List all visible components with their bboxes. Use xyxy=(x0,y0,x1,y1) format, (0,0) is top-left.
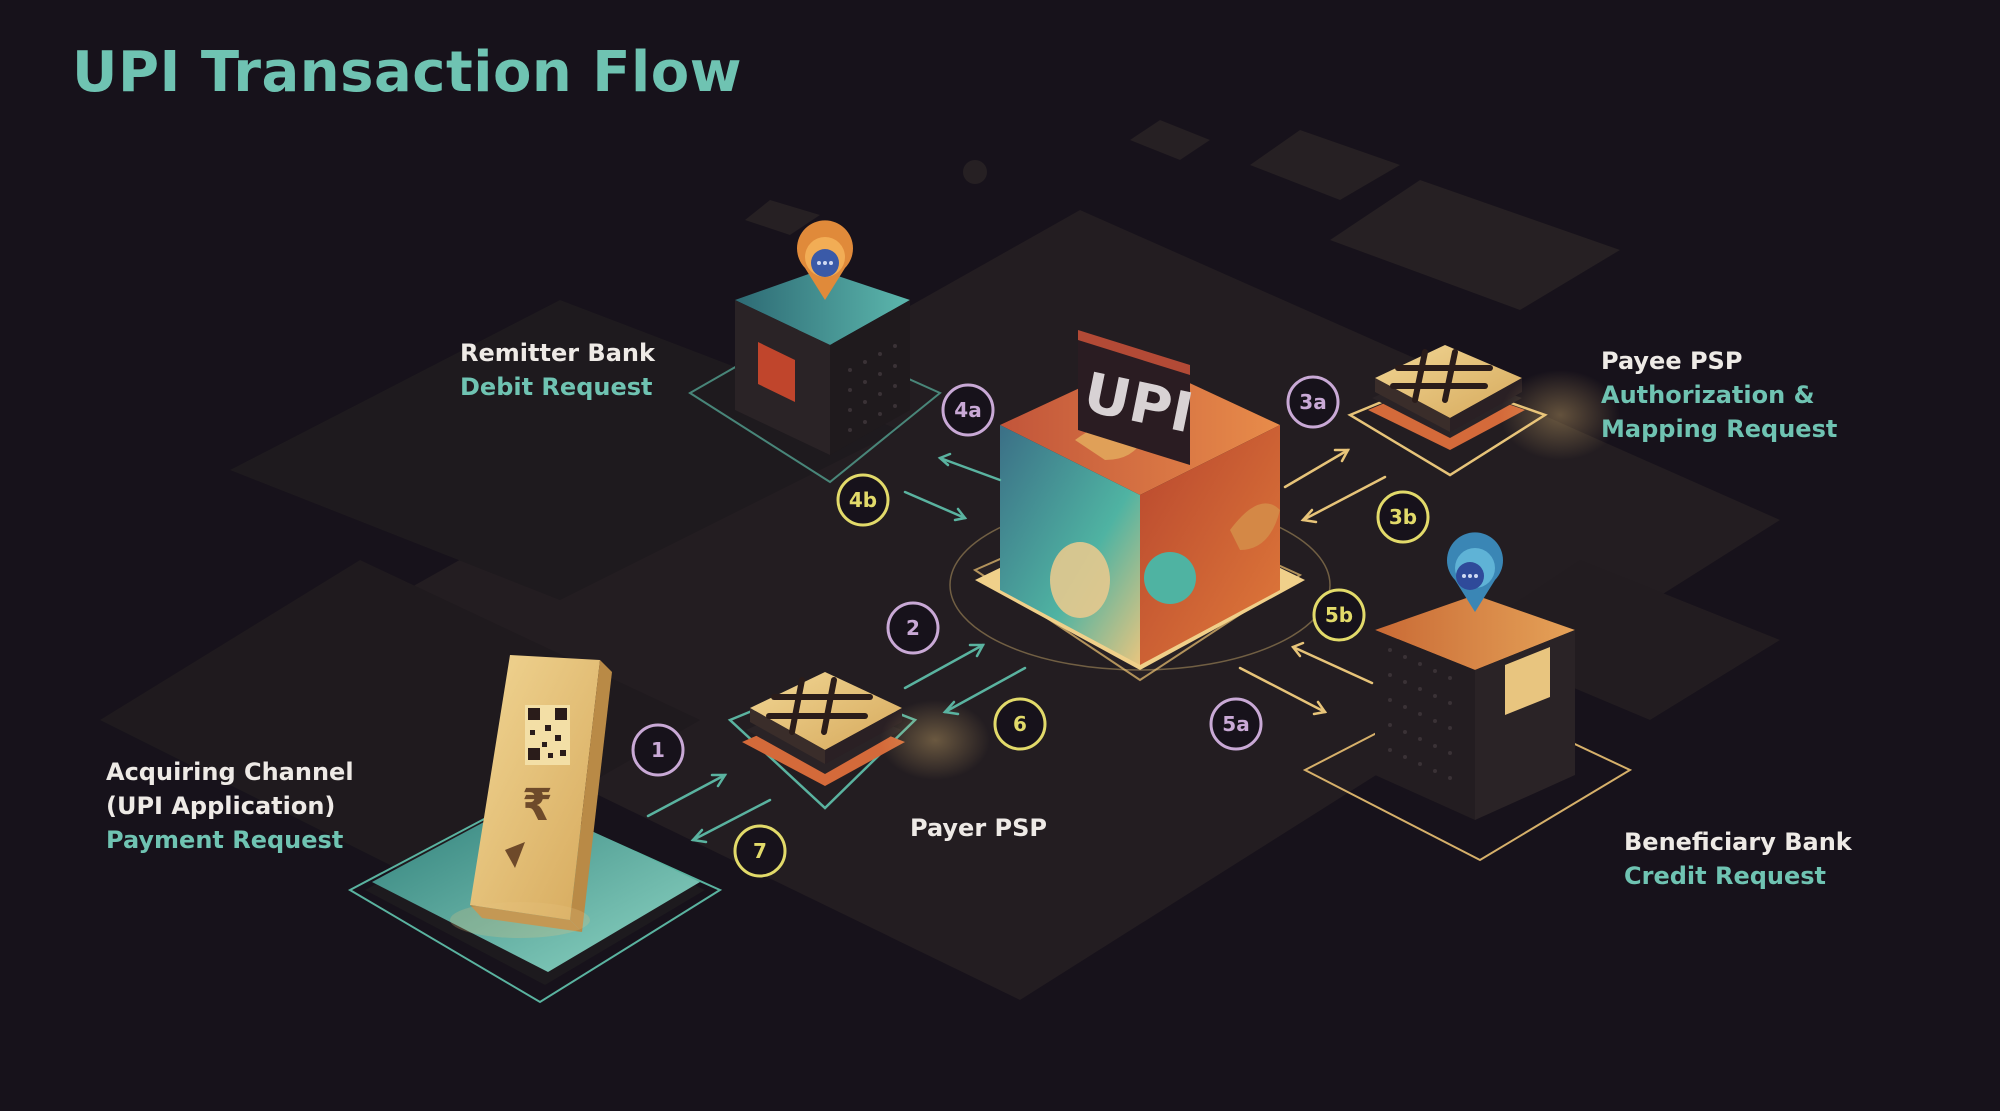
beneficiary-bank-action: Credit Request xyxy=(1624,859,1852,893)
payer-psp-name: Payer PSP xyxy=(910,811,1047,845)
acquiring-channel-name-line1: Acquiring Channel xyxy=(106,755,354,789)
beneficiary-bank-name: Beneficiary Bank xyxy=(1624,825,1852,859)
qr-code-icon xyxy=(525,705,570,765)
svg-text:5a: 5a xyxy=(1222,712,1249,736)
payer-psp-label: Payer PSP xyxy=(910,811,1047,845)
step-badge-6: 6 xyxy=(995,699,1045,749)
acquiring-channel-action: Payment Request xyxy=(106,823,354,857)
remitter-bank-action: Debit Request xyxy=(460,370,655,404)
svg-text:1: 1 xyxy=(651,738,665,762)
page-title: UPI Transaction Flow xyxy=(72,40,742,105)
step-badge-7: 7 xyxy=(735,826,785,876)
payee-psp-action-line1: Authorization & xyxy=(1601,378,1837,412)
svg-text:5b: 5b xyxy=(1325,603,1353,627)
svg-text:3b: 3b xyxy=(1389,505,1417,529)
beneficiary-bank-label: Beneficiary Bank Credit Request xyxy=(1624,825,1852,893)
payee-psp-action-line2: Mapping Request xyxy=(1601,412,1837,446)
svg-text:3a: 3a xyxy=(1299,390,1326,414)
step-badge-1: 1 xyxy=(633,725,683,775)
step-badge-3b: 3b xyxy=(1378,492,1428,542)
step-badge-5a: 5a xyxy=(1211,699,1261,749)
acquiring-channel-label: Acquiring Channel (UPI Application) Paym… xyxy=(106,755,354,857)
step-badge-5b: 5b xyxy=(1314,590,1364,640)
svg-text:4a: 4a xyxy=(954,398,981,422)
step-badge-2: 2 xyxy=(888,603,938,653)
svg-text:7: 7 xyxy=(753,839,767,863)
svg-text:4b: 4b xyxy=(849,488,877,512)
payee-psp-name: Payee PSP xyxy=(1601,344,1837,378)
background-floor xyxy=(100,120,1780,1000)
acquiring-channel-name-line2: (UPI Application) xyxy=(106,789,354,823)
svg-text:6: 6 xyxy=(1013,712,1027,736)
svg-text:2: 2 xyxy=(906,616,920,640)
rupee-icon: ₹ xyxy=(522,780,553,831)
step-badge-4b: 4b xyxy=(838,475,888,525)
step-badge-3a: 3a xyxy=(1288,377,1338,427)
payee-psp-label: Payee PSP Authorization & Mapping Reques… xyxy=(1601,344,1837,446)
remitter-bank-name: Remitter Bank xyxy=(460,336,655,370)
beneficiary-bank-building xyxy=(1375,595,1575,820)
step-badge-4a: 4a xyxy=(943,385,993,435)
remitter-bank-label: Remitter Bank Debit Request xyxy=(460,336,655,404)
